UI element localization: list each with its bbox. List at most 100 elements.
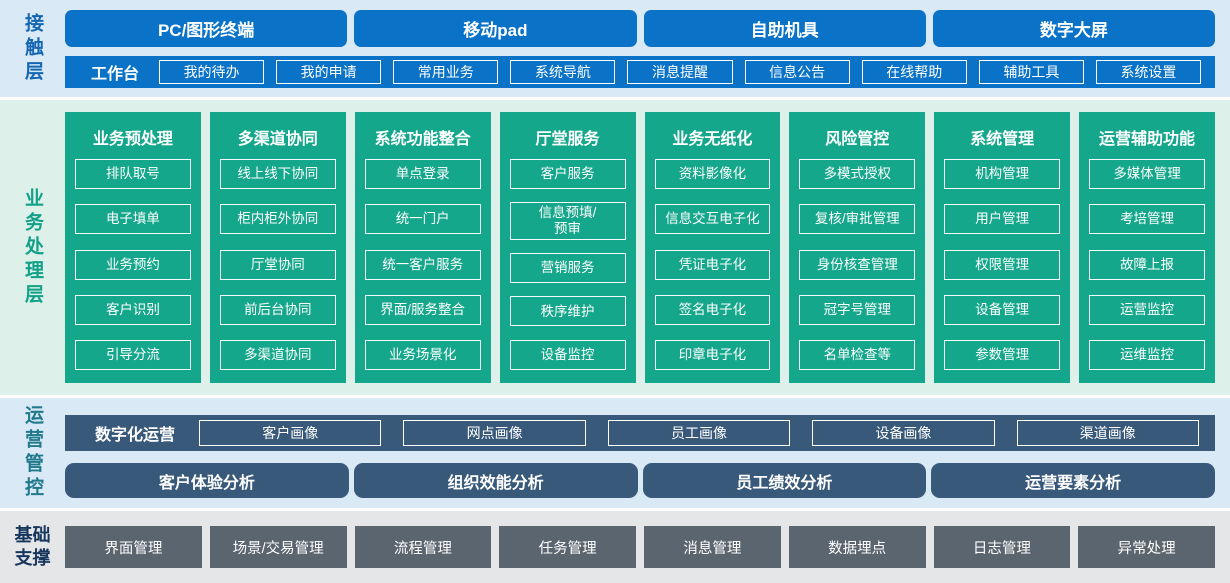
- business-item: 前后台协同: [219, 294, 336, 325]
- business-column-integration: 系统功能整合 单点登录统一门户统一客户服务界面/服务整合业务场景化: [354, 112, 491, 383]
- business-item: 权限管理: [944, 249, 1061, 280]
- business-item: 印章电子化: [654, 340, 771, 370]
- workbench-item: 消息提醒: [627, 60, 733, 84]
- business-item: 参数管理: [944, 340, 1061, 370]
- business-item: 信息交互电子化: [654, 204, 771, 235]
- workbench-item: 我的待办: [159, 60, 265, 84]
- business-item: 资料影像化: [654, 159, 771, 189]
- business-item: 统一客户服务: [364, 249, 481, 280]
- base-item: 异常处理: [1078, 526, 1215, 568]
- base-item: 流程管理: [354, 526, 492, 568]
- business-item: 排队取号: [75, 159, 191, 189]
- business-item: 多渠道协同: [219, 340, 336, 370]
- column-title: 业务无纸化: [672, 131, 753, 148]
- business-column-preprocess: 业务预处理 排队取号电子填单业务预约客户识别引导分流: [65, 112, 201, 383]
- column-items: 多媒体管理考培管理故障上报运营监控运维监控: [1089, 159, 1205, 370]
- business-item: 柜内柜外协同: [219, 204, 336, 235]
- base-layer-label: 基础支撑: [14, 524, 51, 568]
- business-item: 用户管理: [944, 204, 1061, 235]
- business-item: 冠字号管理: [799, 294, 916, 325]
- base-item: 场景/交易管理: [209, 526, 347, 568]
- base-item: 任务管理: [499, 526, 636, 568]
- base-item: 数据埋点: [788, 526, 926, 568]
- column-items: 排队取号电子填单业务预约客户识别引导分流: [75, 159, 191, 370]
- base-item: 日志管理: [933, 526, 1071, 568]
- terminal-block: 数字大屏: [932, 10, 1215, 47]
- base-item: 界面管理: [65, 526, 202, 568]
- workbench-item: 在线帮助: [861, 60, 967, 84]
- business-column-paperless: 业务无纸化 资料影像化信息交互电子化凭证电子化签名电子化印章电子化: [644, 112, 781, 383]
- column-items: 客户服务信息预填/ 预审营销服务秩序维护设备监控: [509, 159, 626, 370]
- workbench-bar: 工作台 我的待办 我的申请 常用业务 系统导航 消息提醒 信息公告: [65, 56, 1215, 88]
- operations-body: 数字化运营 客户画像 网点画像 员工画像 设备画像 渠道画像: [65, 398, 1230, 508]
- column-title: 业务预处理: [92, 131, 173, 148]
- workbench-label: 工作台: [91, 66, 140, 83]
- contact-layer: 接触层 PC/图形终端 移动pad 自助机具 数字大屏 工作台 我的待: [0, 0, 1230, 97]
- business-item: 界面/服务整合: [364, 294, 481, 325]
- business-item: 身份核查管理: [799, 249, 916, 280]
- terminal-row: PC/图形终端 移动pad 自助机具 数字大屏: [65, 10, 1215, 47]
- base-items-row: 界面管理 场景/交易管理 流程管理 任务管理 消息管理 数据埋点 日志管理 异常…: [65, 511, 1230, 583]
- business-column-multichannel: 多渠道协同 线上线下协同柜内柜外协同厅堂协同前后台协同多渠道协同: [209, 112, 346, 383]
- business-item: 秩序维护: [509, 296, 626, 327]
- business-item: 凭证电子化: [654, 249, 771, 280]
- operations-layer-label: 运营管控: [22, 405, 43, 501]
- terminal-block: 移动pad: [354, 10, 637, 47]
- business-item: 营销服务: [509, 253, 626, 283]
- workbench-item: 常用业务: [393, 60, 499, 84]
- business-columns: 业务预处理 排队取号电子填单业务预约客户识别引导分流 多渠道协同 线上线下协同柜…: [65, 112, 1215, 383]
- workbench-items: 我的待办 我的申请 常用业务 系统导航 消息提醒 信息公告 在线帮助 辅助工具: [159, 60, 1201, 84]
- portrait-item: 渠道画像: [1016, 420, 1199, 446]
- business-column-sysmgmt: 系统管理 机构管理用户管理权限管理设备管理参数管理: [934, 112, 1071, 383]
- column-title: 运营辅助功能: [1099, 131, 1196, 148]
- business-layer-label: 业务处理层: [22, 187, 43, 308]
- column-title: 系统管理: [970, 131, 1035, 148]
- portrait-item: 客户画像: [199, 420, 382, 446]
- column-items: 多模式授权复核/审批管理身份核查管理冠字号管理名单检查等: [799, 159, 916, 370]
- analysis-box: 组织效能分析: [353, 463, 638, 498]
- base-item: 消息管理: [644, 526, 781, 568]
- base-layer: 基础支撑 界面管理 场景/交易管理 流程管理 任务管理 消息管理 数据埋点 日志…: [0, 511, 1230, 583]
- column-items: 资料影像化信息交互电子化凭证电子化签名电子化印章电子化: [654, 159, 771, 370]
- business-item: 单点登录: [364, 159, 481, 189]
- terminal-block: PC/图形终端: [65, 10, 348, 47]
- workbench-item: 系统导航: [510, 60, 616, 84]
- business-item: 客户服务: [509, 159, 626, 189]
- workbench-item: 我的申请: [276, 60, 382, 84]
- business-item: 机构管理: [944, 159, 1061, 189]
- business-item: 设备管理: [944, 294, 1061, 325]
- business-item: 运营监控: [1089, 294, 1205, 325]
- digital-operations-bar: 数字化运营 客户画像 网点画像 员工画像 设备画像 渠道画像: [65, 415, 1215, 451]
- analysis-box: 客户体验分析: [65, 463, 349, 498]
- business-column-risk: 风险管控 多模式授权复核/审批管理身份核查管理冠字号管理名单检查等: [789, 112, 926, 383]
- workbench-item: 系统设置: [1095, 60, 1201, 84]
- business-item: 多模式授权: [799, 159, 916, 189]
- business-layer: 业务处理层 业务预处理 排队取号电子填单业务预约客户识别引导分流 多渠道协同 线…: [0, 100, 1230, 395]
- business-item: 业务场景化: [364, 340, 481, 370]
- column-items: 机构管理用户管理权限管理设备管理参数管理: [944, 159, 1061, 370]
- analysis-box: 员工绩效分析: [642, 463, 927, 498]
- portrait-item: 网点画像: [403, 420, 586, 446]
- digital-operations-label: 数字化运营: [95, 427, 176, 444]
- business-item: 电子填单: [75, 204, 191, 235]
- column-title: 风险管控: [825, 131, 890, 148]
- business-item: 多媒体管理: [1089, 159, 1205, 189]
- workbench-item: 辅助工具: [978, 60, 1084, 84]
- business-item: 运维监控: [1089, 340, 1205, 370]
- column-items: 线上线下协同柜内柜外协同厅堂协同前后台协同多渠道协同: [219, 159, 336, 370]
- operations-layer: 运营管控 数字化运营 客户画像 网点画像 员工画像 设备画像 渠道画像: [0, 398, 1230, 508]
- portrait-items: 客户画像 网点画像 员工画像 设备画像 渠道画像: [199, 420, 1199, 446]
- business-item: 名单检查等: [799, 340, 916, 370]
- business-item: 线上线下协同: [219, 159, 336, 189]
- business-item: 设备监控: [509, 339, 626, 370]
- business-item: 信息预填/ 预审: [509, 202, 626, 240]
- business-column-hall-service: 厅堂服务 客户服务信息预填/ 预审营销服务秩序维护设备监控: [499, 112, 636, 383]
- business-body: 业务预处理 排队取号电子填单业务预约客户识别引导分流 多渠道协同 线上线下协同柜…: [65, 100, 1230, 395]
- business-item: 复核/审批管理: [799, 204, 916, 235]
- contact-body: PC/图形终端 移动pad 自助机具 数字大屏 工作台 我的待办 我的申请: [65, 0, 1230, 97]
- business-item: 业务预约: [75, 249, 191, 280]
- business-item: 签名电子化: [654, 294, 771, 325]
- portrait-item: 员工画像: [607, 420, 791, 446]
- column-items: 单点登录统一门户统一客户服务界面/服务整合业务场景化: [364, 159, 481, 370]
